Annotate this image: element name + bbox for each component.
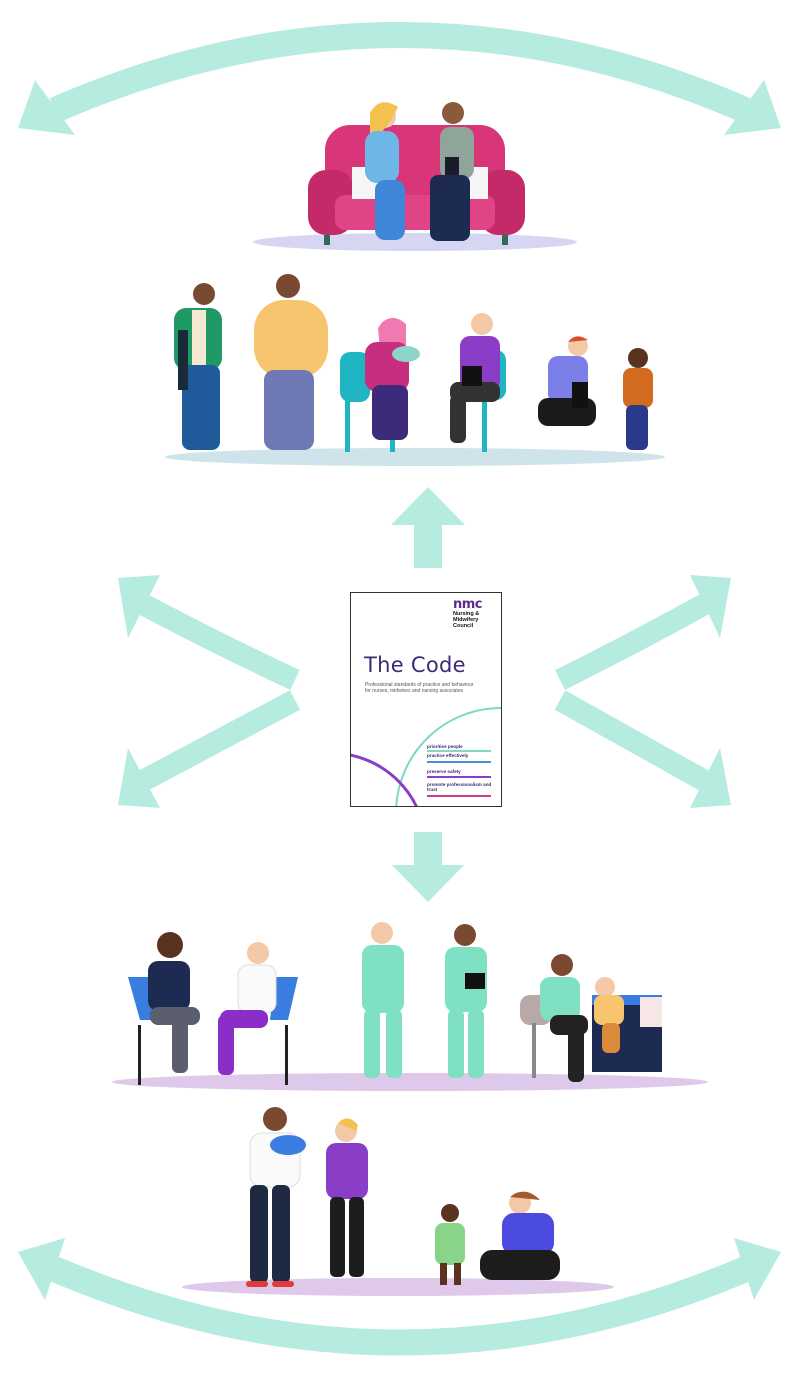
family-and-carers-scene (165, 274, 665, 466)
nmc-logo-mark: nmc (453, 597, 483, 612)
maternity-and-children-scene (182, 1107, 614, 1296)
arrow-up-icon (391, 487, 465, 568)
booklet-item-line (427, 795, 491, 797)
booklet-subtitle: Professional standards of practice and b… (365, 682, 474, 694)
nmc-logo: nmc Nursing & Midwifery Council (453, 597, 493, 629)
clinical-care-scene (112, 922, 708, 1091)
booklet-item-promote-professionalism: promote professionalism and trust (427, 782, 492, 792)
booklet-item-preserve-safety: preserve safety (427, 769, 461, 774)
booklet-item-line (427, 761, 491, 763)
booklet-item-prioritise-people: prioritise people (427, 744, 463, 749)
top-arc-arrow-icon (18, 22, 781, 135)
the-code-booklet[interactable]: nmc Nursing & Midwifery Council The Code… (350, 592, 502, 807)
booklet-title: The Code (364, 653, 466, 677)
arrow-down-icon (392, 832, 464, 902)
booklet-item-line (427, 776, 491, 778)
booklet-item-practice-effectively: practice effectively (427, 753, 469, 758)
bottom-arc-arrow-icon (18, 1238, 781, 1356)
branching-arrows-right-icon (554, 575, 731, 808)
booklet-item-line (427, 750, 491, 752)
sofa-conversation-scene (253, 102, 577, 251)
nmc-logo-text: Nursing & Midwifery Council (453, 611, 480, 629)
branching-arrows-left-icon (118, 575, 301, 808)
